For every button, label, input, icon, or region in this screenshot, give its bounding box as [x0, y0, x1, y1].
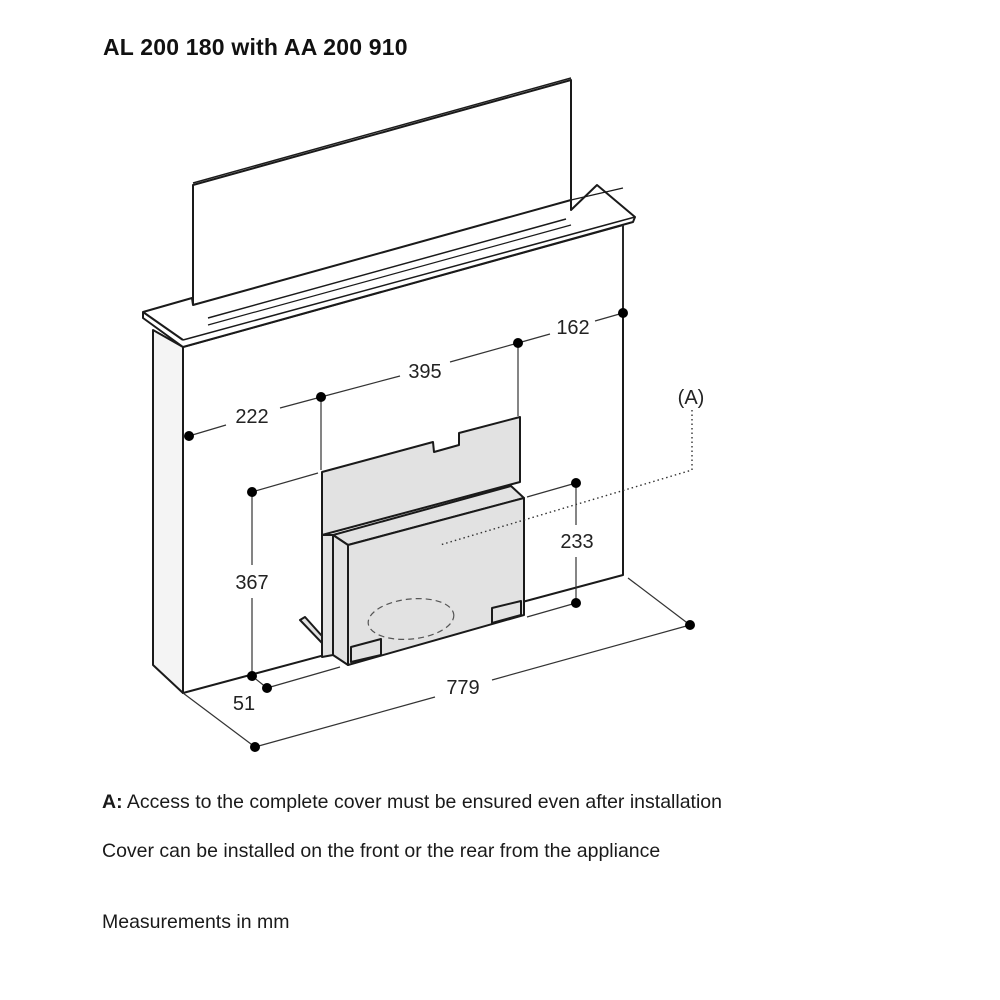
dim-162: 162: [556, 317, 589, 339]
cabinet-side: [152, 329, 184, 694]
dim-222: 222: [235, 406, 268, 428]
dim-51: 51: [233, 693, 255, 715]
filter-foot-right: [491, 600, 522, 624]
filter-foot-left: [350, 638, 382, 663]
callout-leader: [439, 410, 693, 546]
callout-a: (A): [678, 387, 705, 409]
note-cover: Cover can be installed on the front or t…: [102, 840, 661, 862]
fan-outline: [367, 598, 455, 640]
note-a-text: Access to the complete cover must be ens…: [126, 791, 722, 813]
note-units: Measurements in mm: [102, 911, 290, 933]
page-title: AL 200 180 with AA 200 910: [103, 34, 408, 60]
top-frame: [142, 184, 636, 348]
dim-779: 779: [446, 677, 479, 699]
note-a: A: Access to the complete cover must be …: [102, 791, 722, 814]
filter-box-side: [332, 534, 349, 666]
mounting-plate: [321, 416, 521, 536]
dim-233: 233: [560, 531, 593, 553]
bracket: [299, 616, 323, 644]
dim-367: 367: [235, 572, 268, 594]
dim-395: 395: [408, 361, 441, 383]
filter-box-front: [347, 497, 525, 666]
note-a-prefix: A:: [102, 791, 123, 813]
plate-lower: [321, 534, 334, 658]
